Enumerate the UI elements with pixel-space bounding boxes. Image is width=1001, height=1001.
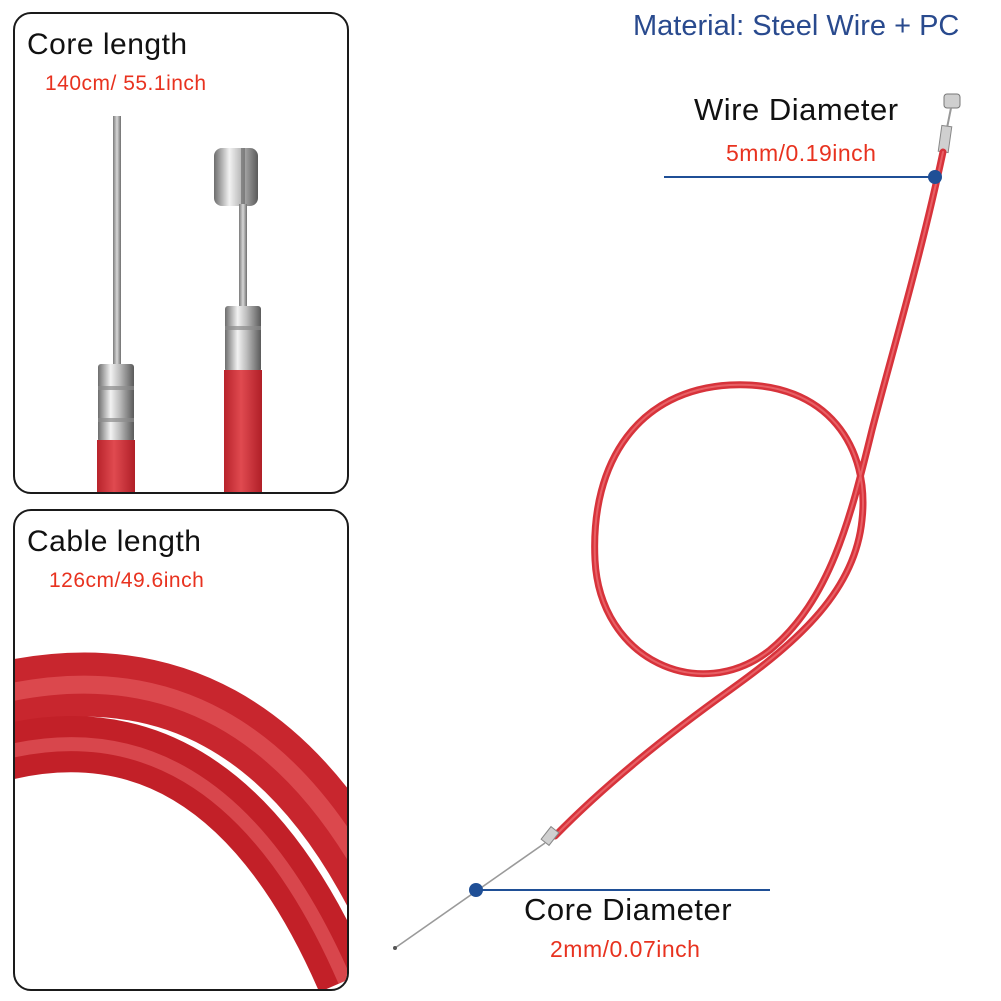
core-diameter-value: 2mm/0.07inch <box>550 936 701 962</box>
ferrule-left <box>98 364 134 442</box>
core-length-value: 140cm/ 55.1inch <box>45 72 207 95</box>
bottom-ferrule <box>540 825 560 847</box>
wire-diameter-title: Wire Diameter <box>694 92 899 127</box>
core-wire-right <box>239 204 247 308</box>
cable-coil-closeup <box>15 652 347 989</box>
material-label: Material: Steel Wire + PC <box>633 10 960 42</box>
brake-cable-illustration <box>393 93 961 950</box>
core-diameter-title: Core Diameter <box>524 892 733 927</box>
cable-ends-photo <box>97 116 262 492</box>
cable-length-panel: Cable length 126cm/49.6inch <box>13 509 349 991</box>
core-diameter-marker-dot <box>469 883 483 897</box>
red-housing-left <box>97 440 135 492</box>
ferrule-right <box>225 306 261 372</box>
core-wire-left <box>113 116 121 368</box>
wire-diameter-value: 5mm/0.19inch <box>726 140 877 166</box>
core-length-panel: Core length 140cm/ 55.1inch <box>13 12 349 494</box>
core-length-title: Core length <box>27 28 188 61</box>
barrel-nipple <box>214 148 258 206</box>
exposed-core-wire <box>394 842 546 949</box>
red-housing-right <box>224 370 262 492</box>
wire-diameter-marker-dot <box>928 170 942 184</box>
top-barrel-nipple <box>943 93 961 109</box>
top-ferrule <box>937 124 953 154</box>
cable-length-title: Cable length <box>27 525 202 558</box>
red-cable-housing <box>551 148 947 840</box>
cable-length-value: 126cm/49.6inch <box>49 569 205 592</box>
